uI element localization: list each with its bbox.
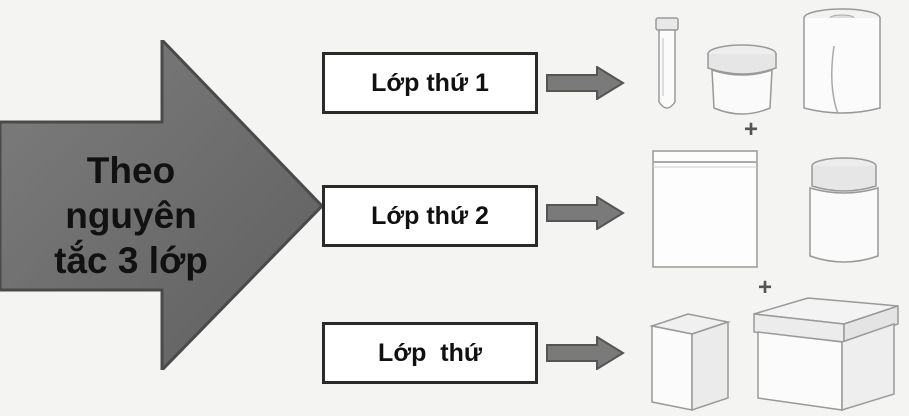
- specimen-jar-icon: [809, 157, 879, 263]
- layer-2-box: Lớp thứ 2: [322, 185, 538, 247]
- big-arrow-shape: [0, 40, 325, 370]
- small-box-icon: [649, 313, 731, 412]
- plus-sign-2: +: [758, 274, 773, 301]
- layer-3-arrow: [546, 336, 625, 370]
- layer-1-arrow: [546, 66, 625, 100]
- main-label-line3: tắc 3 lớp: [54, 240, 208, 281]
- zip-bag-icon: [652, 150, 758, 268]
- main-label-line2: nguyên: [65, 195, 197, 236]
- main-label-line1: Theo: [86, 150, 176, 191]
- test-tube-icon: [655, 17, 679, 109]
- absorbent-roll-icon: [803, 8, 881, 115]
- plus-sign-1: +: [744, 116, 759, 143]
- main-principle-label: Theo nguyên tắc 3 lớp: [26, 148, 236, 283]
- layer-1-box: Lớp thứ 1: [322, 52, 538, 114]
- layer-3-box: Lớp thứ: [322, 322, 538, 384]
- large-box-icon: [753, 297, 899, 412]
- layer-2-arrow: [546, 196, 625, 230]
- specimen-cup-icon: [707, 44, 777, 115]
